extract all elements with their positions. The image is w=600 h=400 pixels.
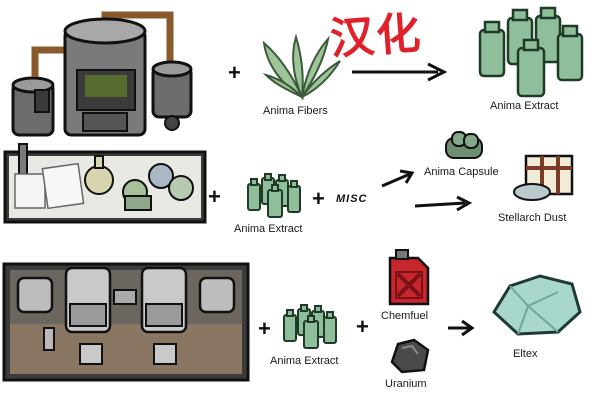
arrow-right-icon (414, 195, 473, 212)
plus-operator: + (356, 314, 369, 339)
industrial-press-icon (2, 262, 250, 382)
localization-title: 汉化 (328, 7, 424, 66)
anima-extract-icon (478, 6, 584, 98)
alchemy-lab-icon (3, 143, 207, 224)
plus-operator: + (312, 186, 325, 211)
anima-extract-icon (283, 304, 337, 349)
stellarch-dust-icon (513, 154, 574, 201)
eltex-label: Eltex (513, 348, 538, 360)
anima-capsule-icon (445, 131, 483, 159)
uranium-label: Uranium (385, 378, 427, 390)
plus-operator: + (228, 60, 241, 85)
arrow-upper-right-icon (381, 169, 415, 188)
anima-fibers-icon (262, 33, 341, 101)
anima-extract-output-label: Anima Extract (490, 100, 559, 112)
uranium-chunk-icon (390, 338, 430, 374)
anima-fibers-label: Anima Fibers (263, 105, 328, 117)
anima-refinery-icon (11, 11, 193, 137)
plus-operator: + (208, 184, 221, 209)
chemfuel-canister-icon (388, 249, 430, 306)
eltex-crystal-icon (492, 274, 582, 336)
misc-ingredients-label: MISC (336, 193, 368, 205)
stellarch-dust-label: Stellarch Dust (498, 212, 567, 224)
anima-extract-icon (247, 173, 301, 218)
chemfuel-label: Chemfuel (381, 310, 429, 322)
arrow-right-icon (352, 62, 448, 82)
anima-extract-input-label: Anima Extract (234, 223, 303, 235)
anima-capsule-label: Anima Capsule (424, 166, 499, 178)
plus-operator: + (258, 316, 271, 341)
arrow-right-icon (448, 319, 475, 337)
anima-extract-input-label: Anima Extract (270, 355, 339, 367)
